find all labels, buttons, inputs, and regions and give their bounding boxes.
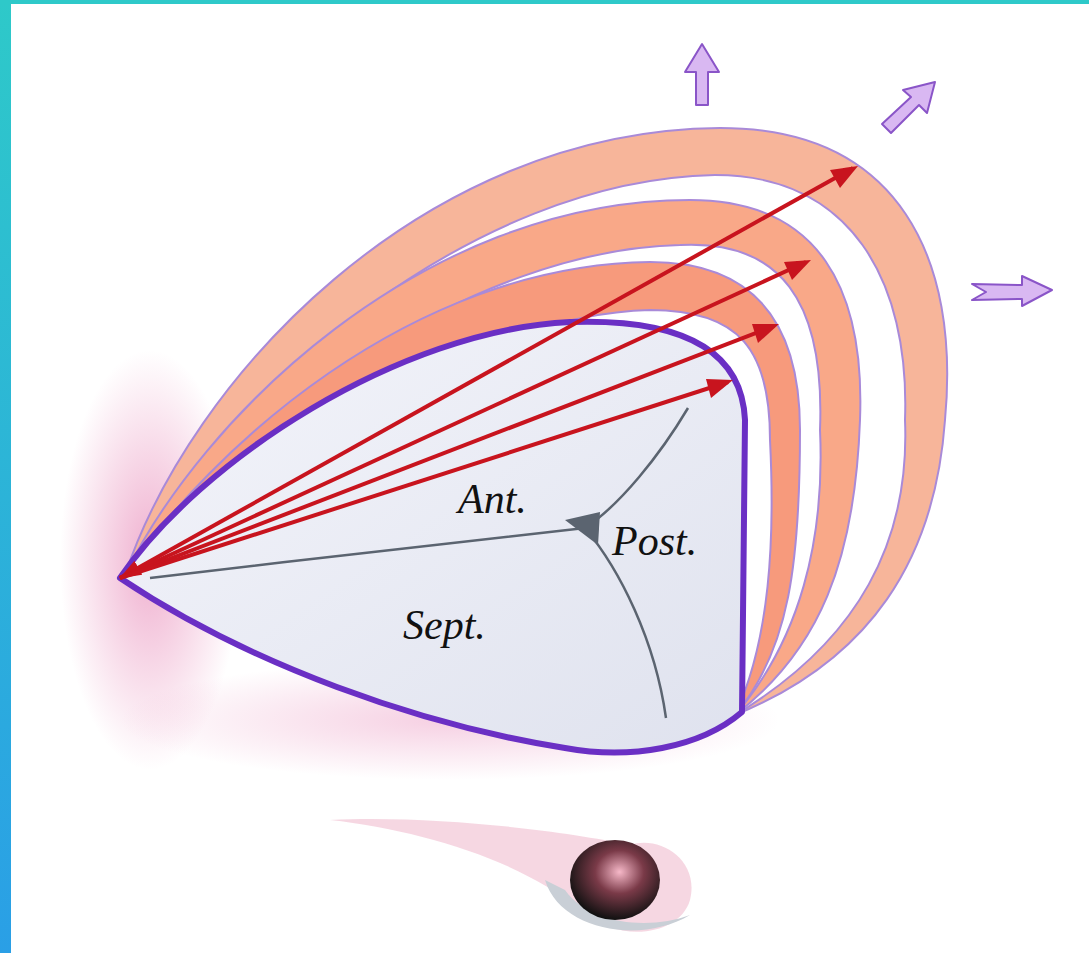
anterior-leaflet-label: Ant. [458,478,527,520]
septal-leaflet-label: Sept. [403,604,486,646]
posterior-leaflet-label: Post. [612,520,697,562]
